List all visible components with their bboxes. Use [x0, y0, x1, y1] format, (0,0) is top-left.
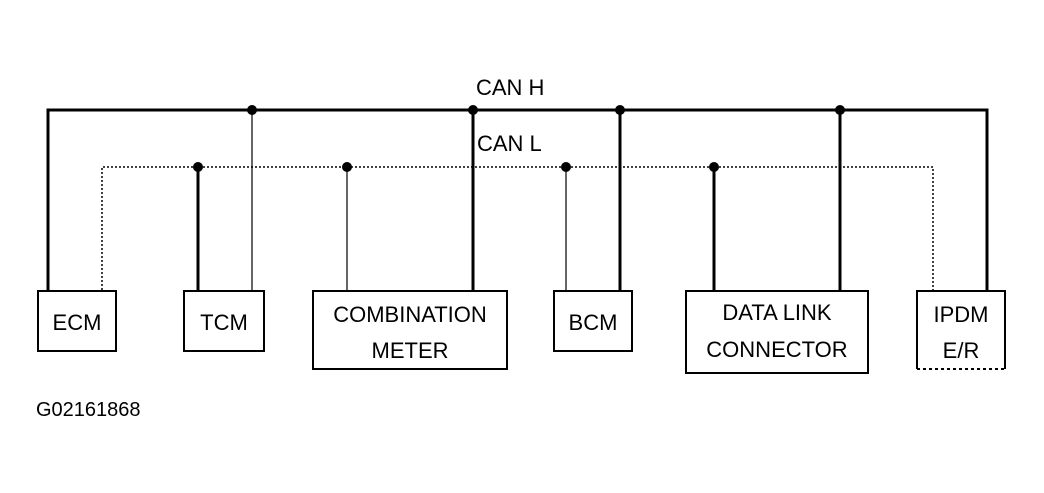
tcm-module: TCM [183, 290, 265, 352]
can-h-bus-line [46, 108, 989, 290]
can-h-junction-node [468, 105, 478, 115]
ipdm-er-label-line-2: E/R [943, 338, 980, 363]
can-h-label: CAN H [476, 75, 544, 100]
can-l-junction-node [193, 162, 203, 172]
combination-meter-label-line-1: COMBINATION [333, 302, 487, 327]
can-h-junction-node [247, 105, 257, 115]
can-l-label: CAN L [477, 131, 542, 156]
data-link-connector-label-line-2: CONNECTOR [706, 337, 847, 362]
ipdm-er-label-line-1: IPDM [934, 302, 989, 327]
combination-meter-module: COMBINATION METER [312, 290, 508, 370]
can-l-bus-line [101, 166, 934, 290]
bcm-label: BCM [569, 310, 618, 335]
combination-meter-label-line-2: METER [372, 338, 449, 363]
ipdm-er-module: IPDM E/R [916, 290, 1006, 370]
figure-code: G02161868 [36, 399, 141, 421]
can-l-junction-node [342, 162, 352, 172]
can-h-junction-node [615, 105, 625, 115]
tcm-label: TCM [200, 310, 248, 335]
can-l-junction-node [709, 162, 719, 172]
data-link-connector-label-line-1: DATA LINK [722, 300, 832, 325]
bcm-module: BCM [553, 290, 633, 352]
data-link-connector-module: DATA LINK CONNECTOR [685, 290, 869, 374]
ecm-module: ECM [37, 290, 117, 352]
ecm-label: ECM [53, 310, 102, 335]
can-l-junction-node [561, 162, 571, 172]
can-h-junction-node [835, 105, 845, 115]
